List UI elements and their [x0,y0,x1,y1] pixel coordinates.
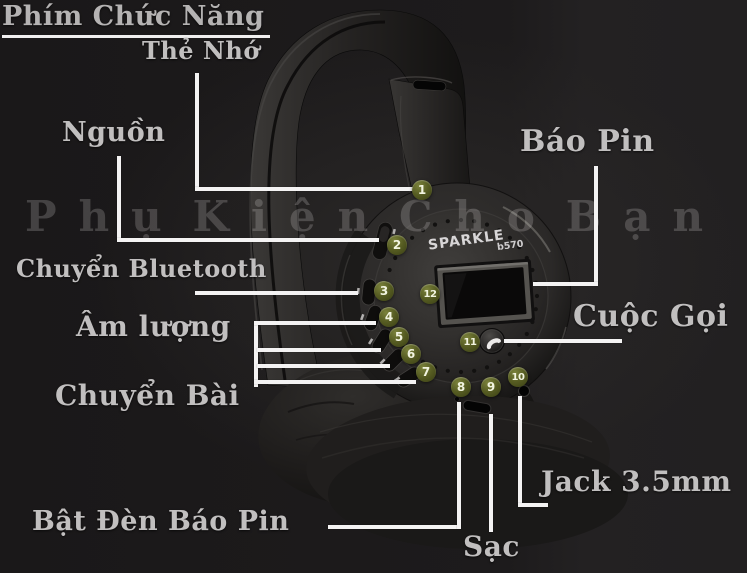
callout-line-volume-up [254,321,376,325]
callout-line-bat-den-h [328,525,461,529]
phone-icon [486,338,501,350]
callout-badge-3: 3 [374,281,394,301]
label-bat-den-bao-pin: Bật Đèn Báo Pin [32,506,290,537]
label-nguon: Nguồn [62,117,166,148]
label-chuyen-bluetooth: Chuyển Bluetooth [16,254,267,283]
callout-badge-8: 8 [451,377,471,397]
charge-port [462,399,492,415]
callout-line-bluetooth [195,291,358,295]
callout-badge-7: 7 [416,362,436,382]
callout-badge-4: 4 [379,307,399,327]
highlights [340,206,567,370]
callout-line-bao-pin-v [594,166,598,286]
callout-badge-6: 6 [401,344,421,364]
callout-line-bao-pin-h [533,282,598,286]
callout-line-cuoc-goi [504,339,622,343]
callout-badge-10: 10 [508,367,528,387]
callout-line-track-next [254,380,416,384]
model-number: b570 [496,238,524,253]
callout-bracket-volume-track [254,321,258,387]
call-button [479,328,505,354]
callout-badge-12: 12 [420,284,440,304]
callout-badge-9: 9 [481,377,501,397]
label-bao-pin: Báo Pin [520,124,655,159]
label-chuyen-bai: Chuyển Bài [55,379,240,412]
label-sac: Sạc [463,530,520,563]
page-title: Phím Chức Năng [2,2,271,39]
callout-badge-2: 2 [387,235,407,255]
label-cuoc-goi: Cuộc Gọi [573,299,729,334]
label-jack-35mm: Jack 3.5mm [541,465,732,498]
callout-badge-1: 1 [412,180,432,200]
lcd-screen [434,258,535,329]
jack-port [518,385,530,397]
callout-badge-5: 5 [389,327,409,347]
callout-line-sac [489,414,493,532]
callout-line-track-prev [257,364,390,368]
ear-cup: SPARKLE b570 [335,182,572,412]
callout-badge-11: 11 [460,332,480,352]
led-hole [454,396,460,402]
callout-line-nguon-v [117,156,121,242]
callout-line-volume-down [257,348,381,352]
label-am-luong: Âm lượng [76,310,231,343]
callout-line-the-nho-h [195,187,413,191]
callout-line-jack-v [518,396,522,507]
callout-line-nguon-h [117,238,379,242]
callout-line-jack-h [518,503,548,507]
callout-line-bat-den-v [457,402,461,529]
callout-line-the-nho-v [195,73,199,191]
label-the-nho: Thẻ Nhớ [142,36,260,65]
adjuster-slot [412,79,447,92]
ports [454,385,530,415]
